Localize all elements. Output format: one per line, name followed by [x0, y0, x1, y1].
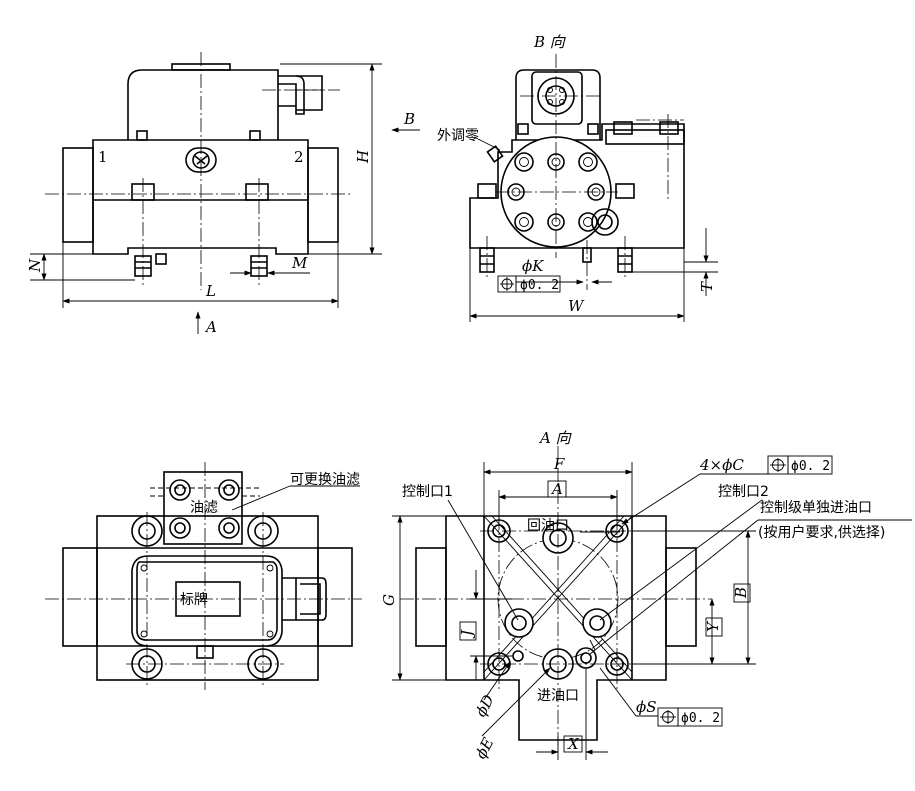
- pilot-inlet-label: 控制级单独进油口: [760, 500, 872, 516]
- holes-tolerance-frame: [767, 455, 833, 475]
- port-view: [392, 446, 912, 760]
- inlet-port-label: 进油口: [537, 688, 579, 704]
- dim-Y-box: [705, 617, 723, 637]
- holes-tolerance-value: ϕ0. 2: [791, 459, 830, 474]
- replaceable-filter-label: 可更换油滤: [290, 471, 360, 488]
- front-view: [30, 52, 420, 334]
- dim-X-label: X: [567, 735, 580, 753]
- dim-A-box: [547, 480, 567, 498]
- view-A-arrow-label: A: [204, 318, 217, 336]
- dim-S-label: ϕS: [636, 698, 657, 716]
- port-2-label: 2: [294, 148, 304, 166]
- pilot-tolerance-frame: [657, 707, 723, 727]
- dim-M-label: M: [291, 254, 308, 272]
- dim-A-label: A: [550, 480, 563, 498]
- dim-F-label: F: [553, 455, 565, 473]
- dim-N-label: N: [26, 258, 44, 273]
- side-tolerance-value: ϕ0. 2: [520, 278, 559, 293]
- return-port-label: 回油口: [527, 518, 569, 534]
- top-view: [45, 462, 362, 690]
- side-tolerance-frame: [497, 275, 561, 293]
- control-port-2-label: 控制口2: [718, 484, 769, 500]
- dim-J-box: [459, 621, 477, 641]
- dim-L-label: L: [205, 282, 216, 300]
- pilot-note-label: (按用户要求,供选择): [758, 524, 885, 541]
- dim-G-label: G: [380, 594, 398, 606]
- external-zero-label: 外调零: [437, 128, 479, 144]
- holes-label: 4×ϕC: [699, 456, 744, 474]
- dim-B-label: B: [732, 587, 750, 599]
- dim-E-label: ϕE: [472, 735, 498, 762]
- port-1-label: 1: [98, 148, 108, 166]
- dim-W-label: W: [568, 297, 585, 315]
- dim-J-label: J: [458, 629, 476, 639]
- port-view-title: A 向: [538, 429, 573, 447]
- dim-B-box: [733, 583, 751, 603]
- side-view: [469, 54, 718, 322]
- dim-D-label: ϕD: [472, 692, 498, 720]
- dim-K-label: ϕK: [522, 257, 544, 275]
- nameplate-label: 标牌: [180, 591, 208, 608]
- dim-X-box: [563, 735, 583, 753]
- side-view-title: B 向: [533, 33, 567, 51]
- pilot-tolerance-value: ϕ0. 2: [681, 711, 720, 726]
- dim-H-label: H: [354, 149, 372, 164]
- control-port-1-label: 控制口1: [402, 484, 453, 500]
- dim-Y-label: Y: [704, 620, 722, 632]
- dim-T-label: T: [698, 281, 716, 292]
- view-B-arrow-label: B: [403, 110, 415, 128]
- filter-label: 油滤: [190, 500, 218, 516]
